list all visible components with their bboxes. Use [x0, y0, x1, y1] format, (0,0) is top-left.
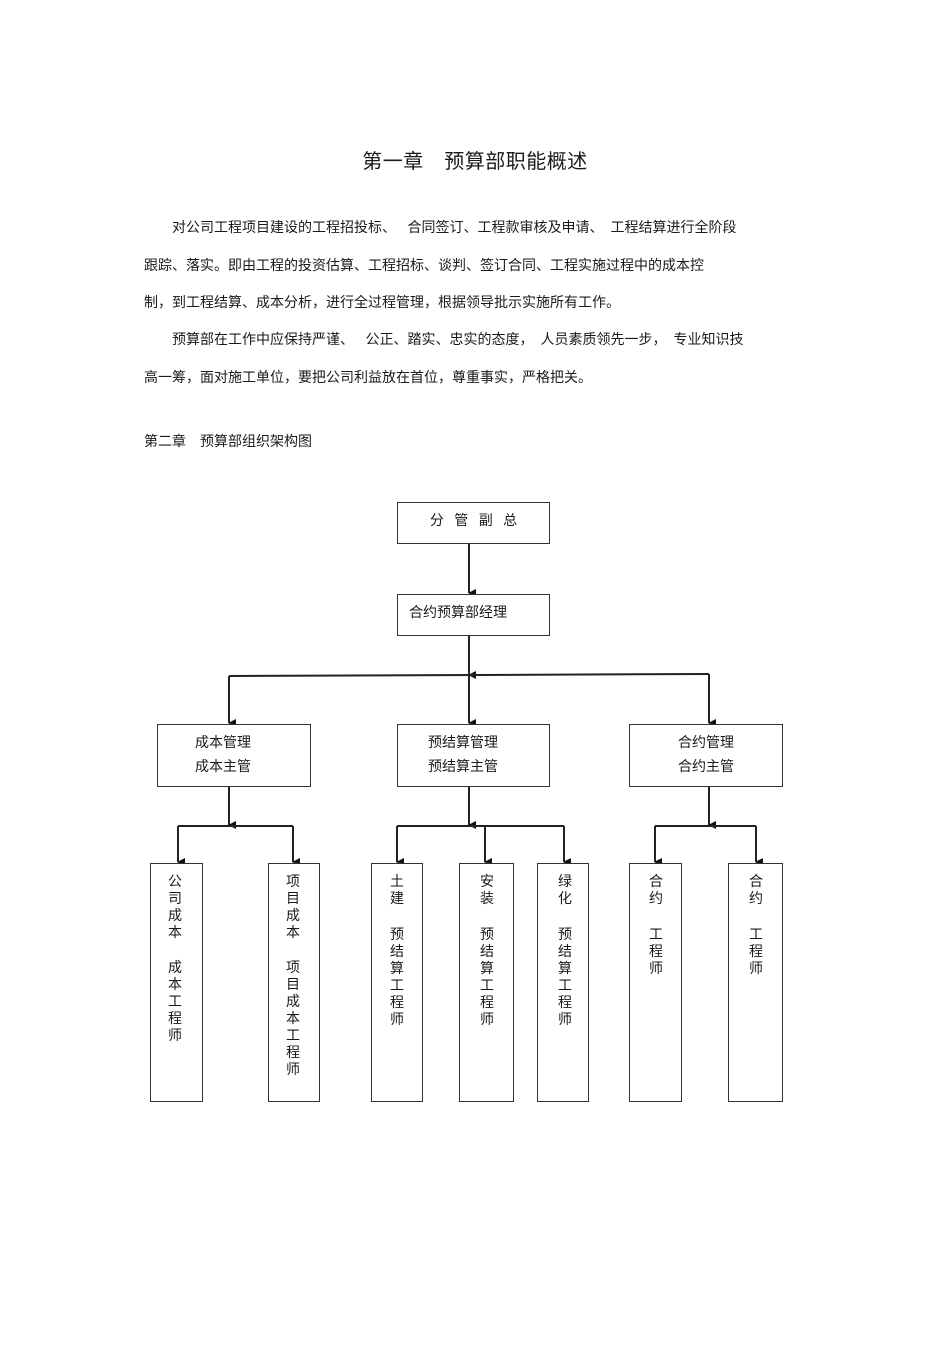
org-node-vice-president: 分 管 副 总	[397, 502, 550, 544]
org-node-label: 工程师	[749, 927, 763, 977]
org-node-label: 合约管理	[678, 735, 734, 751]
org-node-label: 合约预算部经理	[409, 605, 507, 621]
org-node-label: 土建	[390, 874, 404, 907]
org-node-budget-manager: 合约预算部经理	[397, 594, 550, 636]
org-node-label: 项目成本	[286, 874, 300, 941]
org-node-staff: 合约 工程师	[629, 863, 682, 1102]
org-node-cost-management: 成本管理 成本主管	[157, 724, 311, 787]
chapter2-title: 第二章 预算部组织架构图	[144, 434, 312, 450]
org-node-contract-management: 合约管理 合约主管	[629, 724, 783, 787]
org-node-label: 安装	[480, 874, 494, 907]
paragraph-2-line: 高一筹，面对施工单位，要把公司利益放在首位，尊重事实，严格把关。	[144, 369, 592, 386]
org-node-label: 工程师	[649, 927, 663, 977]
paragraph-2: 预算部在工作中应保持严谨、 公正、踏实、忠实的态度， 人员素质领先一步， 专业知…	[144, 322, 804, 397]
org-node-label: 公司成本	[168, 874, 182, 941]
org-node-staff: 合约 工程师	[728, 863, 783, 1102]
org-node-settlement-management: 预结算管理 预结算主管	[397, 724, 550, 787]
paragraph-1-line: 对公司工程项目建设的工程招投标、 合同签订、工程款审核及申请、 工程结算进行全阶…	[144, 220, 737, 236]
org-node-label: 预结算工程师	[558, 927, 572, 1028]
org-node-label: 预结算管理	[428, 735, 498, 751]
org-node-label: 合约	[749, 874, 763, 907]
org-node-staff: 绿化 预结算工程师	[537, 863, 589, 1102]
paragraph-2-line: 预算部在工作中应保持严谨、 公正、踏实、忠实的态度， 人员素质领先一步， 专业知…	[144, 332, 744, 348]
paragraph-1-line: 跟踪、落实。即由工程的投资估算、工程招标、谈判、签订合同、工程实施过程中的成本控	[144, 257, 704, 274]
org-node-staff: 项目成本 项目成本工程师	[268, 863, 320, 1102]
paragraph-1-line: 制，到工程结算、成本分析，进行全过程管理，根据领导批示实施所有工作。	[144, 295, 620, 311]
org-node-staff: 土建 预结算工程师	[371, 863, 423, 1102]
org-node-label: 成本管理	[195, 735, 251, 751]
org-node-staff: 安装 预结算工程师	[459, 863, 514, 1102]
org-node-label: 绿化	[558, 874, 572, 907]
org-node-label: 预结算工程师	[480, 927, 494, 1028]
org-node-label: 预结算主管	[428, 759, 498, 775]
org-node-staff: 公司成本 成本工程师	[150, 863, 203, 1102]
org-node-label: 预结算工程师	[390, 927, 404, 1028]
org-node-label: 合约主管	[678, 759, 734, 775]
org-node-label: 分 管 副 总	[429, 513, 518, 529]
org-node-label: 项目成本工程师	[286, 960, 300, 1078]
org-node-label: 成本主管	[195, 759, 251, 775]
paragraph-1: 对公司工程项目建设的工程招投标、 合同签订、工程款审核及申请、 工程结算进行全阶…	[144, 210, 804, 323]
org-node-label: 合约	[649, 874, 663, 907]
org-node-label: 成本工程师	[168, 960, 182, 1044]
chapter1-title: 第一章 预算部职能概述	[362, 149, 588, 173]
